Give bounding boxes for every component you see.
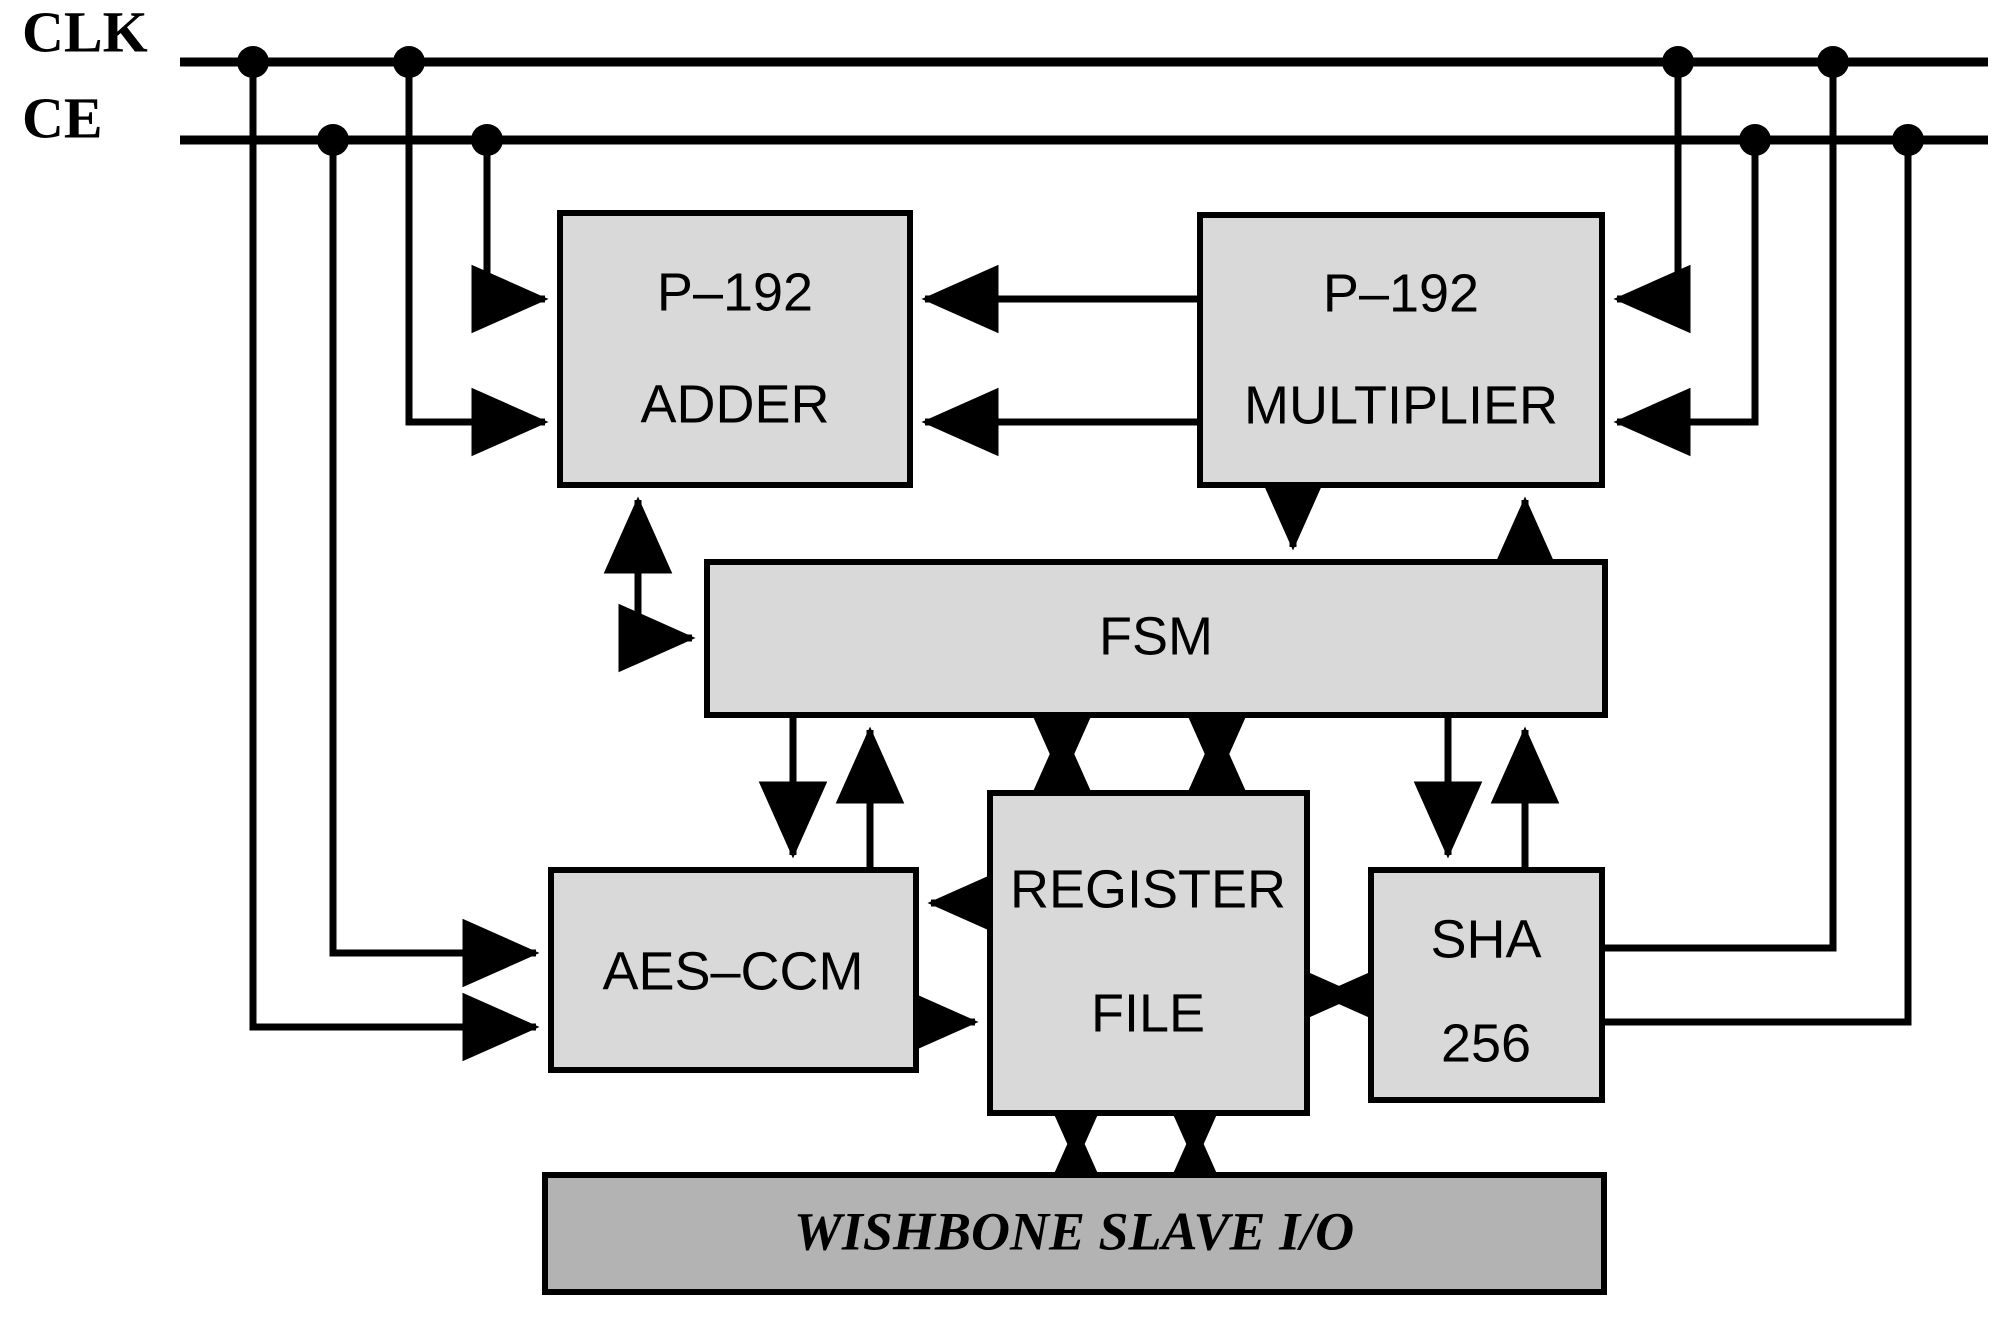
- wire-ce-to-aes-ccm: [329, 140, 540, 988]
- junction-dot-ce-sha: [1892, 124, 1924, 156]
- block-aes-ccm[interactable]: AES–CCM: [548, 867, 919, 1073]
- junction-dot-clk-adder: [393, 46, 425, 78]
- block-p192-multiplier-rect[interactable]: [1197, 212, 1605, 488]
- junction-dot-ce-aes: [317, 124, 349, 156]
- block-p192-adder[interactable]: P–192 ADDER: [557, 210, 913, 488]
- block-wishbone-slave-io-label: WISHBONE SLAVE I/O: [794, 1201, 1354, 1261]
- block-p192-multiplier[interactable]: P–192 MULTIPLIER: [1197, 212, 1605, 488]
- block-register-file-line1: REGISTER: [1010, 859, 1286, 919]
- block-sha-256-line1: SHA: [1430, 909, 1541, 969]
- block-aes-ccm-label: AES–CCM: [602, 941, 863, 1001]
- wire-ce-to-adder: [471, 140, 549, 334]
- ce-bus-label: CE: [22, 85, 103, 150]
- block-register-file-rect[interactable]: [987, 790, 1310, 1116]
- block-p192-adder-line2: ADDER: [640, 374, 829, 434]
- block-p192-multiplier-line2: MULTIPLIER: [1244, 375, 1558, 435]
- clk-bus-label: CLK: [22, 0, 148, 64]
- block-fsm-rect[interactable]: [704, 559, 1608, 718]
- block-sha-256[interactable]: SHA 256: [1368, 867, 1605, 1103]
- block-fsm[interactable]: FSM: [704, 559, 1608, 718]
- junction-dot-clk-aes: [237, 46, 269, 78]
- wire-clk-to-multiplier: [1613, 62, 1691, 334]
- block-aes-ccm-rect[interactable]: [548, 867, 919, 1073]
- block-register-file-line2: FILE: [1091, 983, 1205, 1043]
- junction-dot-clk-multiplier: [1662, 46, 1694, 78]
- block-wishbone-slave-io-rect[interactable]: [542, 1172, 1607, 1295]
- block-sha-256-line2: 256: [1441, 1013, 1531, 1073]
- wire-clk-to-aes-ccm: [249, 62, 540, 1062]
- junction-dots: [237, 46, 1924, 156]
- wire-ce-to-multiplier: [1613, 140, 1759, 457]
- block-p192-multiplier-line1: P–192: [1323, 263, 1479, 323]
- junction-dot-clk-sha: [1817, 46, 1849, 78]
- wire-clk-to-adder: [405, 62, 549, 457]
- block-fsm-label: FSM: [1099, 606, 1213, 666]
- block-sha-256-rect[interactable]: [1368, 867, 1605, 1103]
- junction-dot-ce-adder: [471, 124, 503, 156]
- junction-dot-ce-multiplier: [1739, 124, 1771, 156]
- block-p192-adder-rect[interactable]: [557, 210, 913, 488]
- block-wishbone-slave-io[interactable]: WISHBONE SLAVE I/O: [542, 1172, 1607, 1295]
- block-p192-adder-line1: P–192: [657, 262, 813, 322]
- block-register-file[interactable]: REGISTER FILE: [987, 790, 1310, 1116]
